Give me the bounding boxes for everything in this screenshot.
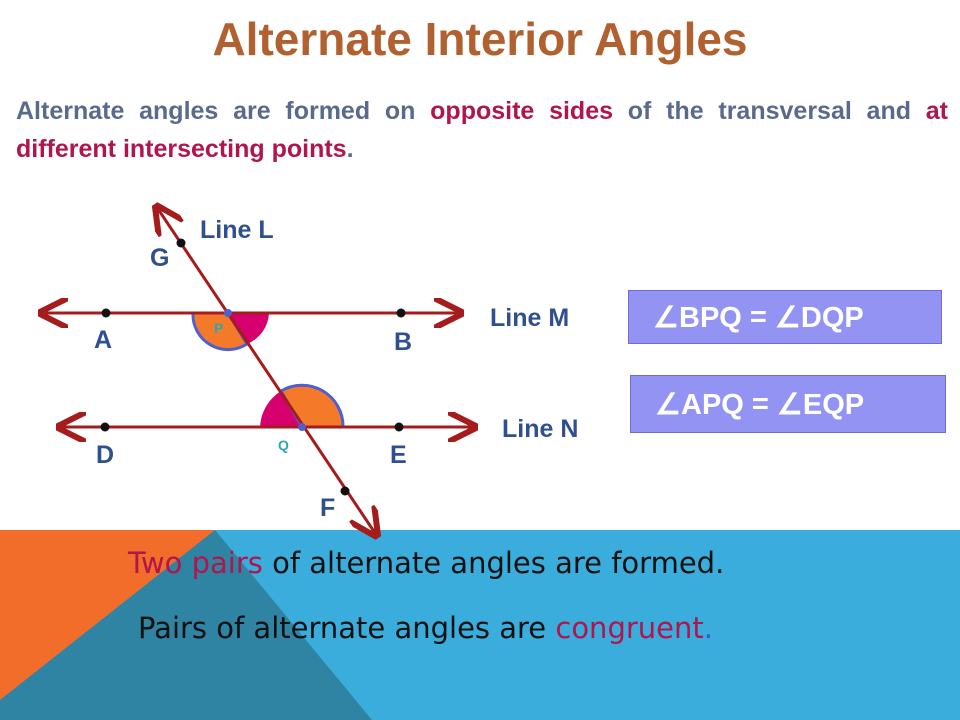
label-point-g: G xyxy=(150,244,169,272)
eq1-op: = xyxy=(741,300,775,333)
eq1-left: ∠BPQ xyxy=(653,301,742,334)
label-line-n: Line N xyxy=(502,415,578,443)
point-f xyxy=(340,486,350,496)
point-p xyxy=(224,309,232,317)
eq1-right: ∠DQP xyxy=(774,301,864,334)
footer-line2-end: . xyxy=(703,611,713,645)
footer-line-1: Two pairs of alternate angles are formed… xyxy=(128,546,724,580)
intro-part3: . xyxy=(346,135,354,163)
eq2-right: ∠EQP xyxy=(776,388,865,421)
point-d xyxy=(100,422,110,432)
footer-line-2: Pairs of alternate angles are congruent. xyxy=(138,611,713,645)
intro-paragraph: Alternate angles are formed on opposite … xyxy=(16,92,948,168)
intro-part2: of the transversal and xyxy=(613,97,926,125)
footer-line2-start: Pairs of alternate angles are xyxy=(138,611,556,645)
label-point-a: A xyxy=(94,326,112,354)
point-q xyxy=(298,423,306,431)
intro-highlight-different-points: at different intersecting points xyxy=(16,97,948,163)
label-point-f: F xyxy=(320,494,335,522)
point-b xyxy=(396,308,406,318)
label-point-p: P xyxy=(214,320,223,336)
eq2-left: ∠APQ xyxy=(655,388,744,421)
footer-word-pairs: pairs xyxy=(191,546,263,580)
point-e xyxy=(394,422,404,432)
footer-word-congruent: congruent xyxy=(555,611,704,645)
equation-box-1: ∠BPQ = ∠DQP xyxy=(628,290,942,344)
line-l-transversal xyxy=(158,209,375,533)
slide-title: Alternate Interior Angles xyxy=(212,13,748,65)
point-g xyxy=(176,238,186,248)
equation-box-2: ∠APQ = ∠EQP xyxy=(630,375,946,433)
point-a xyxy=(101,308,111,318)
label-point-b: B xyxy=(394,328,412,356)
label-point-q: Q xyxy=(278,437,289,453)
band-dark-blue xyxy=(0,530,372,720)
intro-part1: Alternate angles are formed on xyxy=(16,97,431,125)
intro-highlight-opposite-sides: opposite sides xyxy=(430,97,614,125)
label-point-d: D xyxy=(96,441,114,469)
footer-word-two: Two xyxy=(128,546,183,580)
eq2-op: = xyxy=(743,387,777,420)
label-point-e: E xyxy=(390,441,407,469)
label-line-l: Line L xyxy=(200,216,274,244)
label-line-m: Line M xyxy=(490,304,569,332)
footer-line1-rest: of alternate angles are formed. xyxy=(262,546,725,580)
